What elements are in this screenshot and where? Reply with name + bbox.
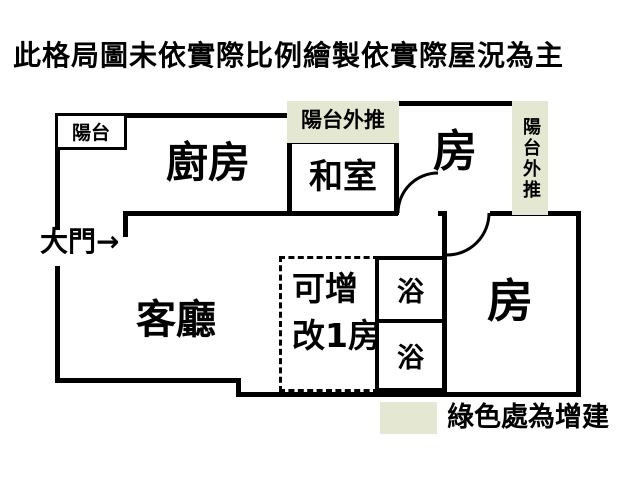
balcony-push-out-right-area — [512, 101, 548, 215]
bath-bottom-box: 浴 — [375, 319, 446, 392]
addable-room-label-line2: 改1房 — [292, 315, 381, 355]
bath-top-label: 浴 — [397, 277, 424, 308]
balcony-push-out-right-label: 陽台外推 — [520, 117, 541, 201]
wall-mid-horizontal-left — [123, 211, 398, 216]
bath-bottom-label: 浴 — [397, 343, 424, 374]
wall-bottom-right — [236, 392, 581, 397]
disclaimer-title: 此格局圖未依實際比例繪製依實際屋況為主 — [13, 39, 565, 72]
bath-top-box: 浴 — [375, 256, 446, 323]
wall-bottom-left — [55, 378, 241, 383]
wall-washitsu-right — [394, 101, 399, 215]
wall-top-kitchen — [55, 113, 291, 118]
washitsu-label: 和室 — [309, 157, 377, 197]
wall-left-upper — [55, 113, 60, 230]
wall-entry-stub — [123, 211, 128, 237]
main-door-label: 大門→ — [40, 225, 120, 258]
legend-green-swatch — [380, 402, 437, 434]
room-bottom-right-label: 房 — [487, 274, 533, 328]
wall-left-lower — [55, 266, 60, 383]
addable-room-label-line1: 可增 — [292, 269, 358, 308]
door-arc-bottom-room — [446, 212, 491, 257]
wall-right-lower — [576, 211, 581, 397]
legend-label: 綠色處為增建 — [447, 402, 609, 433]
addable-room-label: 可增 改1房 — [292, 266, 381, 360]
balcony-top-left-label: 陽台 — [71, 122, 110, 144]
room-top-right-label: 房 — [433, 126, 477, 177]
wall-kitchen-right — [287, 101, 292, 215]
door-arc-top-room — [396, 171, 439, 214]
balcony-push-out-top-label: 陽台外推 — [301, 108, 385, 132]
living-room-label: 客廳 — [136, 297, 216, 343]
balcony-top-left-box: 陽台 — [55, 113, 127, 150]
wall-top-main — [287, 101, 548, 106]
balcony-push-out-top-area — [287, 101, 399, 143]
wall-bottom-step — [236, 378, 241, 397]
kitchen-label: 廚房 — [166, 138, 251, 187]
